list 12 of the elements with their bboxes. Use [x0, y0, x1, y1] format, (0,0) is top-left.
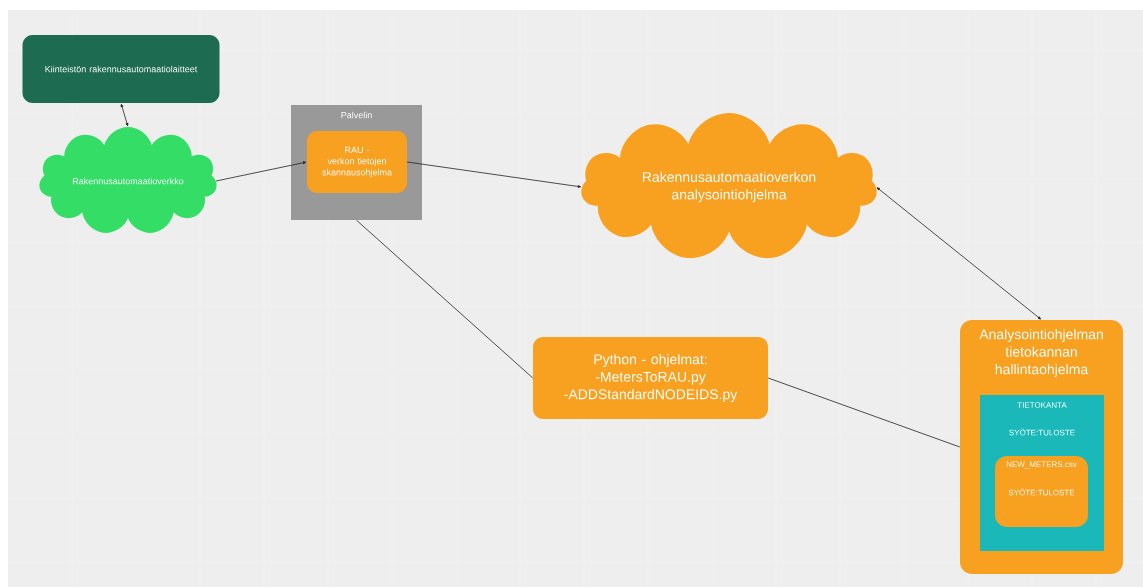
network-cloud: Rakennusautomaatioverkko — [39, 127, 217, 233]
program-box: RAU - verkon tietojen skannausohjelma — [307, 131, 407, 193]
arrow — [406, 161, 581, 188]
script-box: Python - ohjelmat: -MetersToRAU.py -ADDStandardNODEIDS.py — [533, 337, 768, 419]
connector-line — [767, 377, 961, 448]
arrow — [876, 187, 1041, 320]
device-box: Kiinteistön rakennusautomaatiolaitteet — [22, 35, 220, 103]
arrow — [215, 161, 307, 182]
file-box: NEW_METERS.csv SYÖTE:TULOSTE — [995, 456, 1088, 527]
connector-line — [356, 219, 534, 379]
program-cloud: Rakennusautomaatioverkon analysointiohjelma — [581, 113, 877, 259]
arrow — [120, 103, 129, 127]
